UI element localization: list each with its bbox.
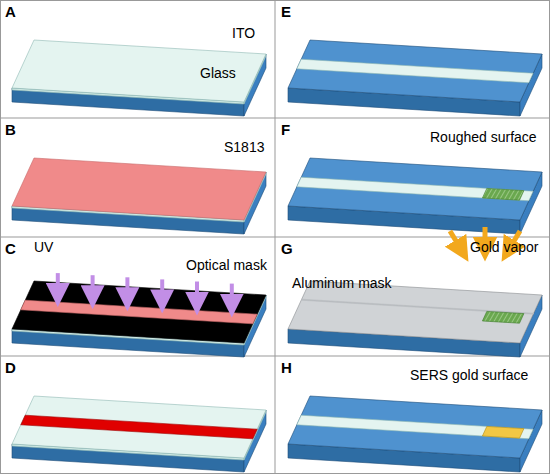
panel-divider [0, 356, 550, 357]
uv-arrow [125, 277, 129, 299]
ito-stripe [297, 177, 533, 201]
gold-vapor-arrow [450, 231, 462, 251]
feature-label: SERS gold surface [410, 368, 528, 383]
panel-letter: D [5, 360, 16, 377]
uv-arrow [91, 275, 95, 297]
panel-letter: F [281, 122, 290, 139]
layer-label: S1813 [224, 140, 264, 155]
ito-top [12, 396, 266, 458]
photoresist-top [12, 158, 266, 220]
optical-mask [12, 281, 266, 343]
panel-letter: H [281, 360, 292, 377]
panel-letter: A [5, 4, 16, 21]
exposed-resist [21, 300, 257, 324]
roughened-patch [482, 311, 524, 323]
panel-letter: B [5, 122, 16, 139]
gold-patch [482, 426, 524, 438]
uv-arrow [160, 279, 164, 301]
uv-arrow [56, 273, 60, 295]
layer-label: ITO [232, 26, 255, 41]
uv-arrow [230, 284, 234, 306]
panel-letter: E [281, 4, 291, 21]
panel-divider [0, 118, 550, 119]
process-label: Optical mask [186, 258, 267, 273]
glass-top [288, 40, 542, 102]
ito-top [12, 40, 266, 102]
process-label: UV [34, 240, 53, 255]
panel-letter: G [281, 241, 293, 258]
ito-stripe [297, 59, 533, 83]
glass-top [288, 158, 542, 220]
uv-arrow [195, 282, 199, 304]
panel-divider [0, 237, 550, 238]
feature-label: Aluminum mask [292, 276, 392, 291]
roughened-patch [482, 188, 524, 200]
layer-label: Glass [200, 66, 236, 81]
panel-letter: C [5, 241, 16, 258]
process-label: Gold vapor [470, 240, 538, 255]
glass-top [288, 396, 542, 458]
ito-stripe [297, 415, 533, 439]
feature-label: Roughed surface [430, 130, 537, 145]
developed-resist [21, 415, 257, 439]
